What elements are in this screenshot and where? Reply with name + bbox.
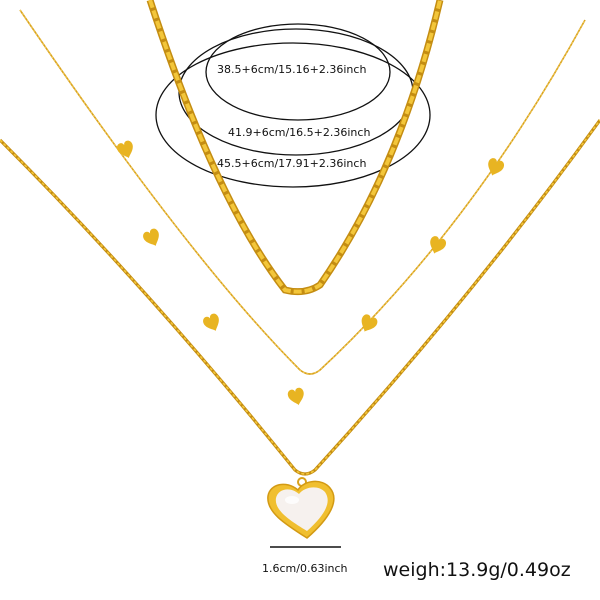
heart-pendant [267,477,335,539]
ellipse-small [205,23,391,121]
curb-chain [0,119,600,476]
heart-charm-icon [203,313,219,332]
gold-heart-charms [116,140,505,406]
length-label-short: 38.5+6cm/15.16+2.36inch [217,63,367,76]
heart-charm-chain [19,9,586,375]
length-label-medium: 41.9+6cm/16.5+2.36inch [228,126,371,139]
heart-charm-icon [116,140,133,159]
heart-charm-icon [287,387,304,406]
length-label-long: 45.5+6cm/17.91+2.36inch [217,157,367,170]
ellipse-large [155,42,431,188]
pendant-size-label: 1.6cm/0.63inch [262,562,348,575]
heart-charm-icon [488,158,505,176]
weight-label: weigh:13.9g/0.49oz [383,559,571,581]
heart-charm-icon [361,314,378,332]
heart-charm-icon [143,228,159,247]
heart-charm-icon [430,236,447,254]
figaro-chain [146,0,444,296]
